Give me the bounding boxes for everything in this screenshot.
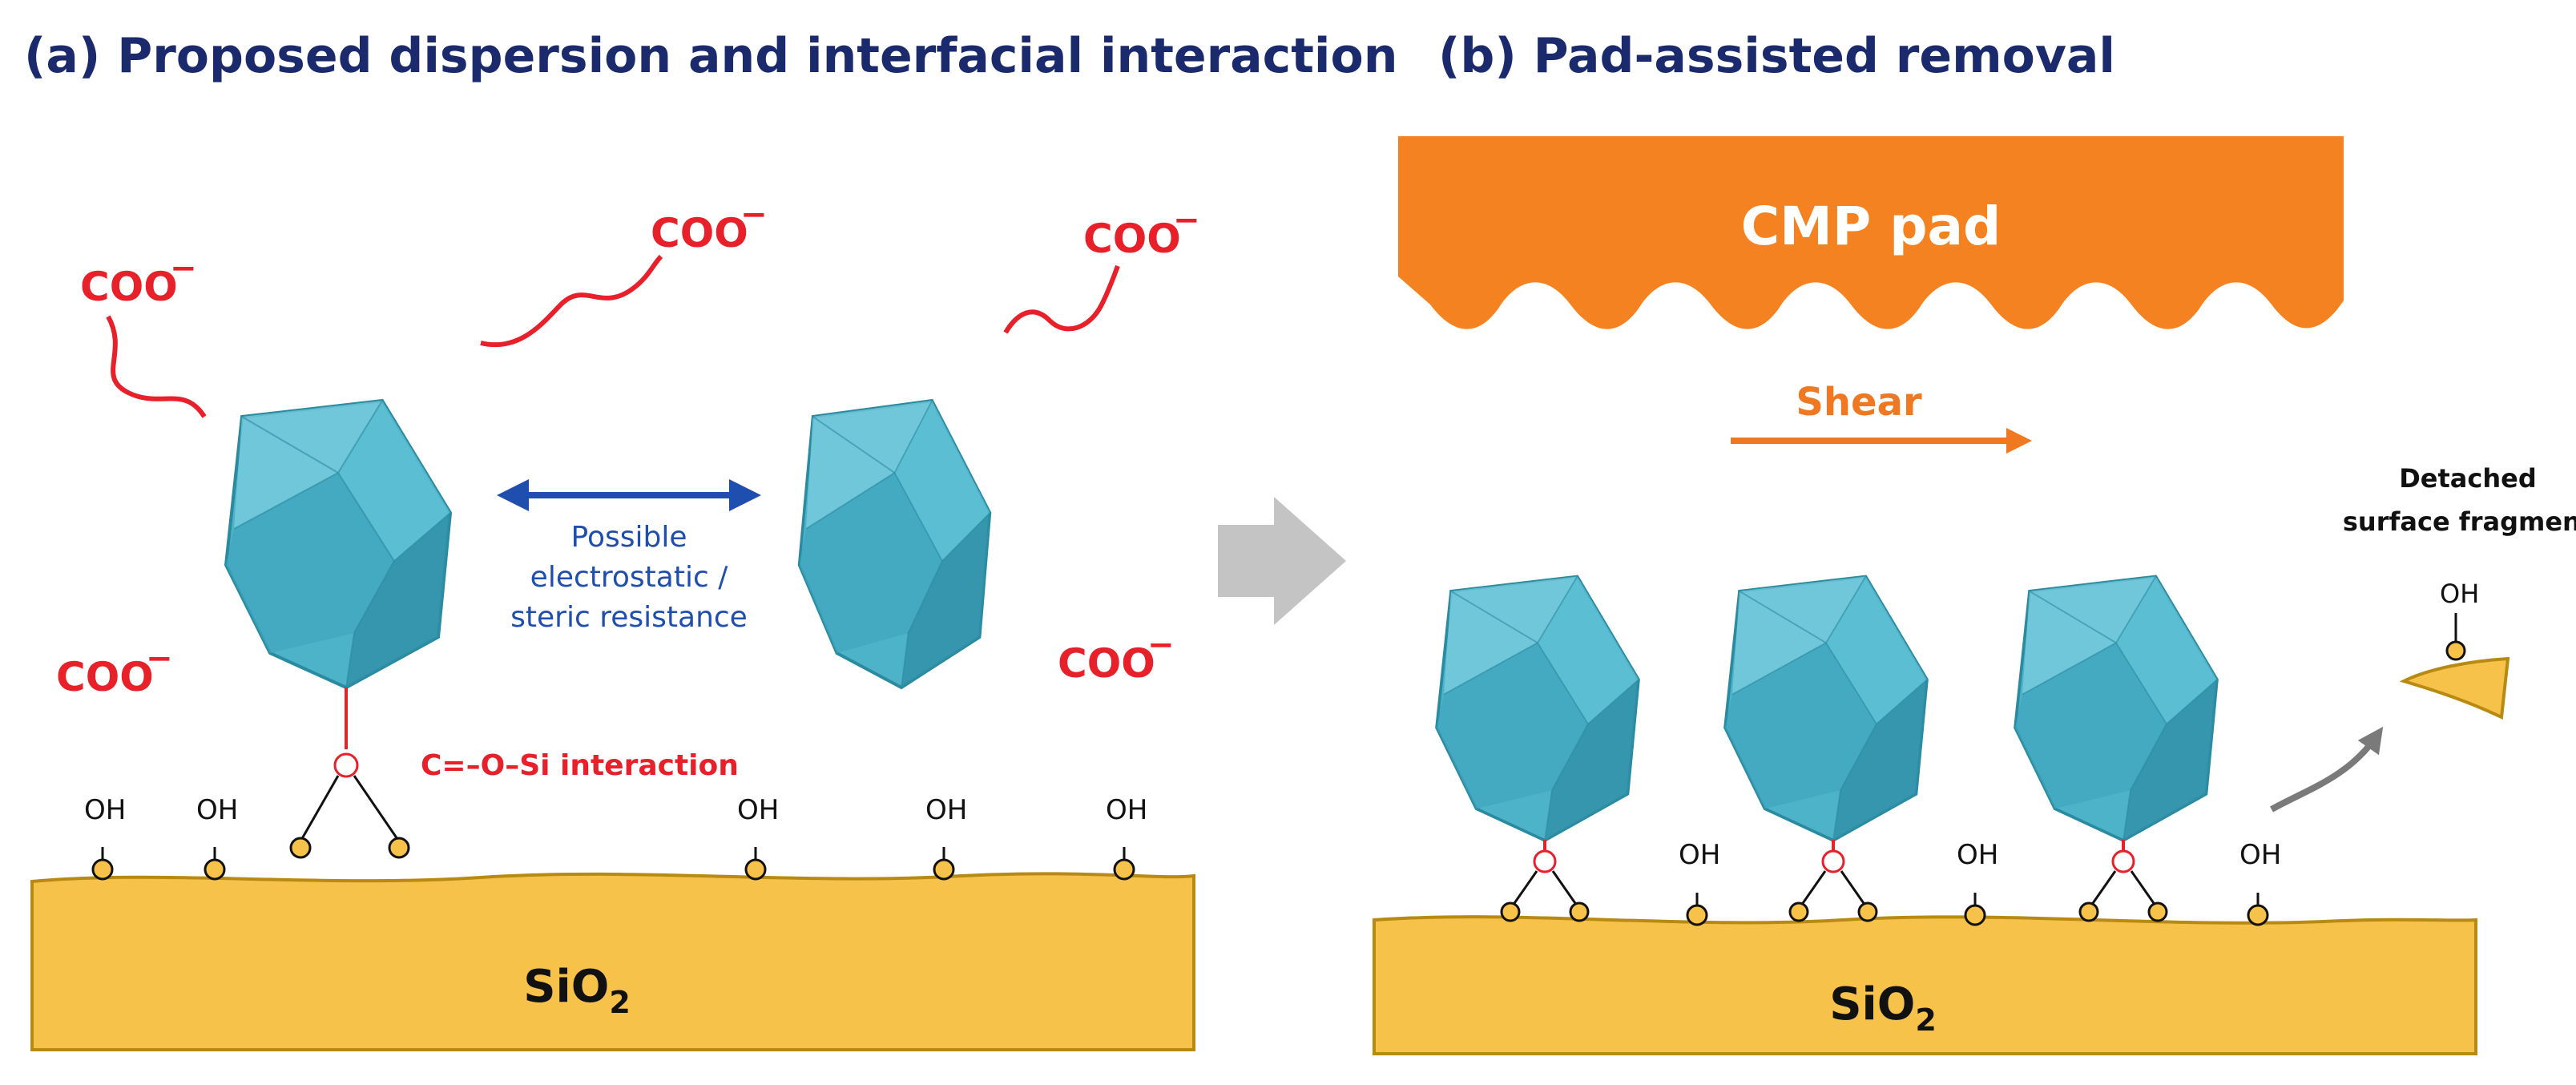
particle-right [797, 399, 992, 689]
bridging-oxygen [333, 752, 359, 778]
particle-b2 [1723, 575, 1929, 842]
interaction-label-line1: Possible [571, 521, 687, 554]
ligand-label: COO [80, 264, 178, 310]
bond-left [299, 775, 340, 842]
detached-fragment: Detached surface fragment OH [2343, 463, 2576, 720]
ligand-label: COO [1083, 216, 1181, 262]
svg-text:OH: OH [1679, 839, 1720, 871]
substrate-a-label: SiO2 [523, 961, 631, 1020]
interaction-label-line3: steric resistance [510, 601, 748, 634]
surface-site [388, 837, 410, 859]
fragment-label-line2: surface fragment [2343, 506, 2576, 537]
oh-group: OH [1106, 794, 1147, 881]
interaction-label-line2: electrostatic / [530, 561, 729, 594]
ligand-charge: − [740, 196, 768, 233]
svg-text:OH: OH [2239, 839, 2281, 871]
ligand-chain [480, 254, 663, 347]
particle-b1 [1435, 575, 1640, 842]
detachment-arrow [2270, 726, 2384, 813]
oh-group: OH [1957, 839, 1998, 926]
ligand-chain [1003, 264, 1120, 334]
svg-text:OH: OH [196, 794, 238, 826]
oh-group: OH [1679, 839, 1720, 926]
fragment-oh-label: OH [2440, 579, 2479, 609]
ligand-bottom-right: COO − [1058, 627, 1175, 687]
oh-group: OH [84, 794, 126, 881]
oh-group: OH [2239, 839, 2281, 926]
shear-label: Shear [1796, 380, 1922, 425]
particle-left [224, 399, 452, 689]
ligand-bottom-left: COO − [56, 640, 173, 700]
svg-text:OH: OH [925, 794, 967, 826]
svg-text:OH: OH [1106, 794, 1147, 826]
particle-b3 [2014, 575, 2219, 842]
transition-arrow [1218, 497, 1346, 625]
bond-right [353, 775, 401, 842]
fragment-label-line1: Detached [2399, 463, 2537, 494]
substrate-a [30, 872, 1195, 1051]
cmp-pad [1398, 136, 2344, 329]
ligand-label: COO [1058, 640, 1155, 687]
ligand-label: COO [651, 210, 748, 256]
anchor-b1 [1500, 840, 1590, 922]
svg-text:OH: OH [84, 794, 126, 826]
ligand-top-left: COO − [80, 250, 207, 418]
substrate-b-label: SiO2 [1829, 978, 1937, 1038]
oh-group: OH [737, 794, 779, 881]
panel-b-title: (b) Pad-assisted removal [1438, 28, 2115, 84]
anchor-b2 [1788, 840, 1878, 922]
svg-text:OH: OH [737, 794, 779, 826]
svg-text:OH: OH [1957, 839, 1998, 871]
fragment-shape [2399, 656, 2510, 720]
surface-site [289, 837, 312, 859]
ligand-charge: − [1147, 627, 1175, 664]
ligand-charge: − [170, 250, 197, 287]
ligand-top-center: COO − [480, 196, 768, 347]
ligand-label: COO [56, 654, 154, 700]
ligand-charge: − [1173, 202, 1200, 239]
ligand-top-right: COO − [1003, 202, 1200, 334]
ligand-chain [106, 315, 207, 418]
pad-label: CMP pad [1741, 196, 2002, 257]
bond-label: C=–O–Si interaction [421, 749, 739, 782]
anchor-b3 [2078, 840, 2168, 922]
panel-a-title: (a) Proposed dispersion and interfacial … [24, 28, 1397, 84]
ligand-charge: − [146, 640, 173, 677]
oh-group: OH [196, 794, 238, 881]
oh-group: OH [925, 794, 967, 881]
